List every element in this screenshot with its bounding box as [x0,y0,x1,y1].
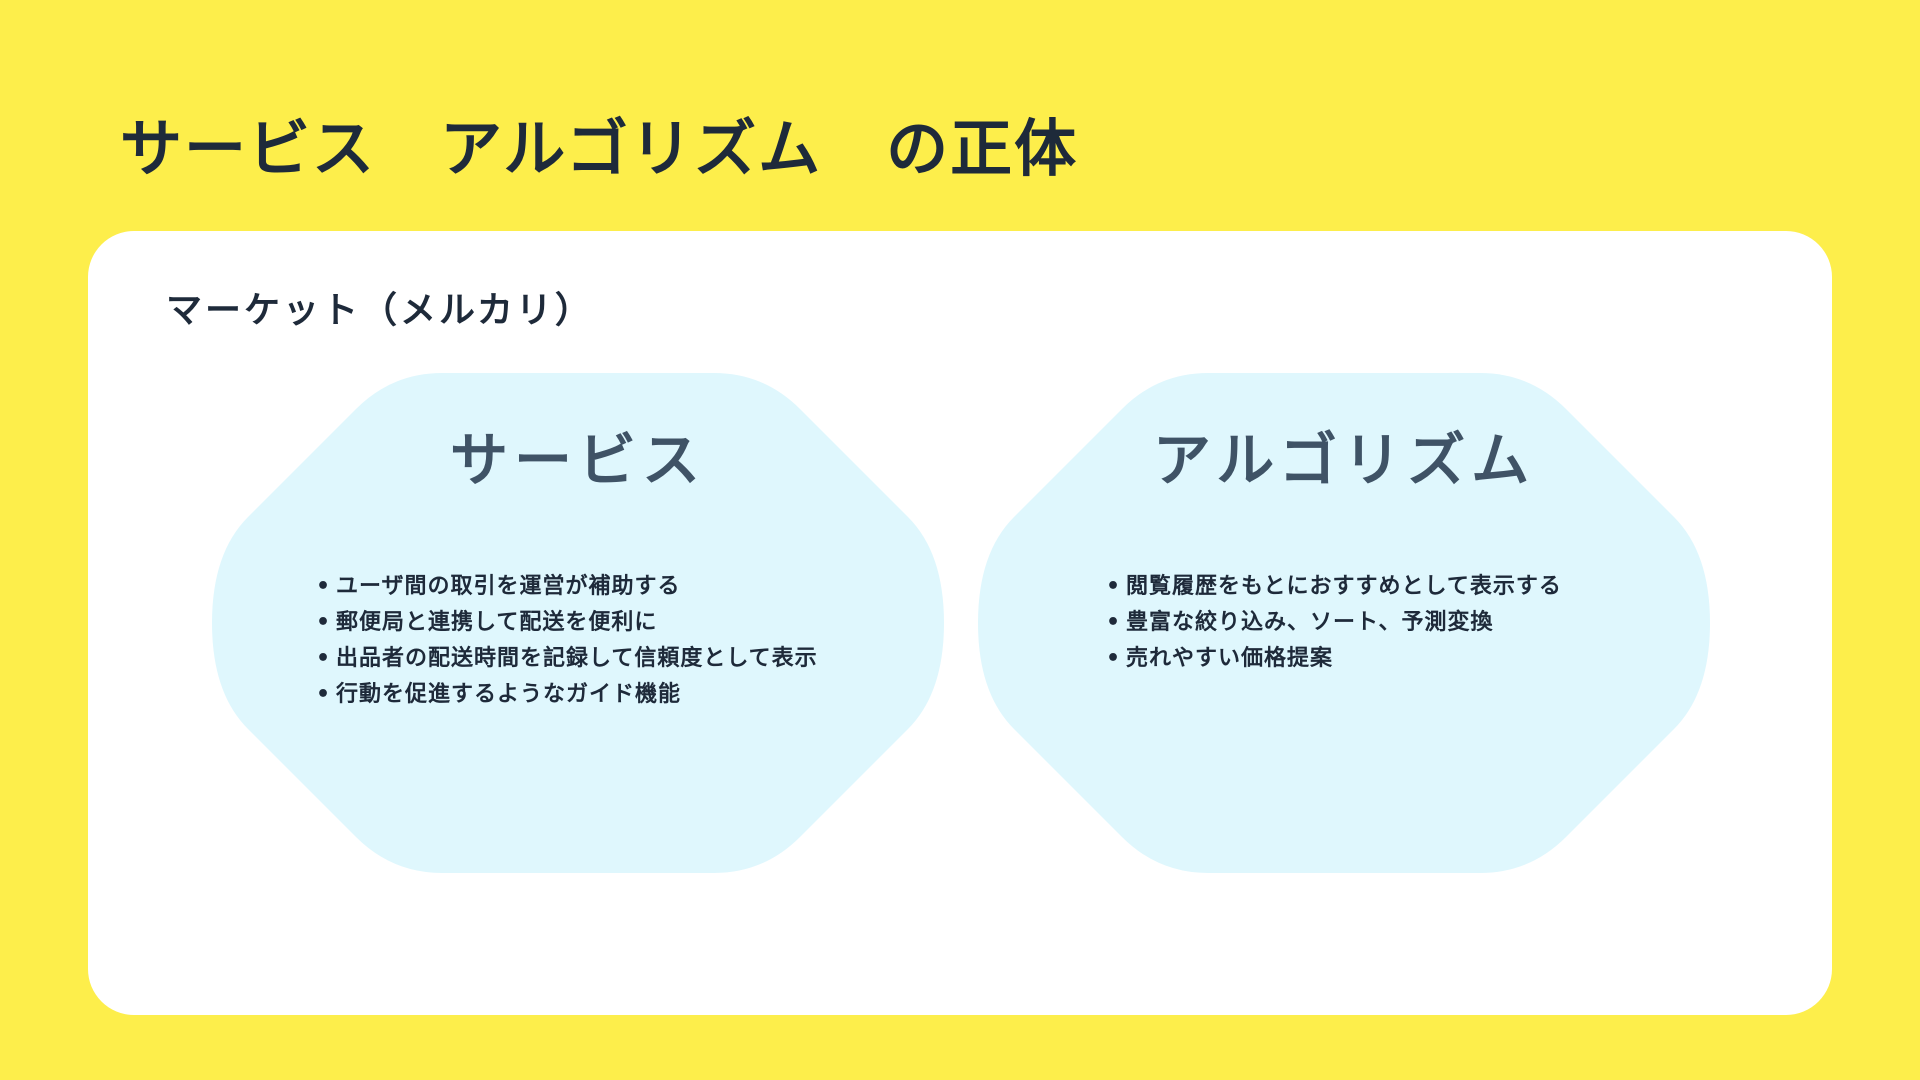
algorithm-hexagon-shape [978,373,1710,873]
content-card: マーケット（メルカリ） サービス •ユーザ間の取引を運営が補助する •郵便局と連… [88,231,1832,1015]
list-item-text: 出品者の配送時間を記録して信頼度として表示 [336,646,818,671]
list-item: •閲覧履歴をもとにおすすめとして表示する [1106,574,1562,599]
slide-title: サービス アルゴリズム の正体 [120,112,1079,185]
list-item-text: 売れやすい価格提案 [1126,646,1334,671]
list-item-text: 豊富な絞り込み、ソート、予測変換 [1126,610,1494,635]
list-item: •豊富な絞り込み、ソート、予測変換 [1106,610,1494,635]
list-item: •売れやすい価格提案 [1106,646,1334,671]
algorithm-list: •閲覧履歴をもとにおすすめとして表示する •豊富な絞り込み、ソート、予測変換 •… [1104,569,1562,677]
list-item-text: 郵便局と連携して配送を便利に [336,610,658,635]
list-item: •ユーザ間の取引を運営が補助する [316,574,681,599]
service-list: •ユーザ間の取引を運営が補助する •郵便局と連携して配送を便利に •出品者の配送… [314,569,818,713]
algorithm-hexagon: アルゴリズム •閲覧履歴をもとにおすすめとして表示する •豊富な絞り込み、ソート… [978,373,1710,873]
card-subtitle: マーケット（メルカリ） [166,290,594,331]
list-item: •行動を促進するようなガイド機能 [316,682,682,707]
list-item-text: 閲覧履歴をもとにおすすめとして表示する [1126,574,1562,599]
algorithm-heading: アルゴリズム [1152,426,1536,494]
service-hexagon: サービス •ユーザ間の取引を運営が補助する •郵便局と連携して配送を便利に •出… [212,373,944,873]
list-item: •郵便局と連携して配送を便利に [316,610,658,635]
service-heading: サービス [449,426,706,494]
list-item-text: 行動を促進するようなガイド機能 [336,682,682,707]
list-item: •出品者の配送時間を記録して信頼度として表示 [316,646,818,671]
list-item-text: ユーザ間の取引を運営が補助する [336,574,681,599]
service-hexagon-shape [212,373,944,873]
